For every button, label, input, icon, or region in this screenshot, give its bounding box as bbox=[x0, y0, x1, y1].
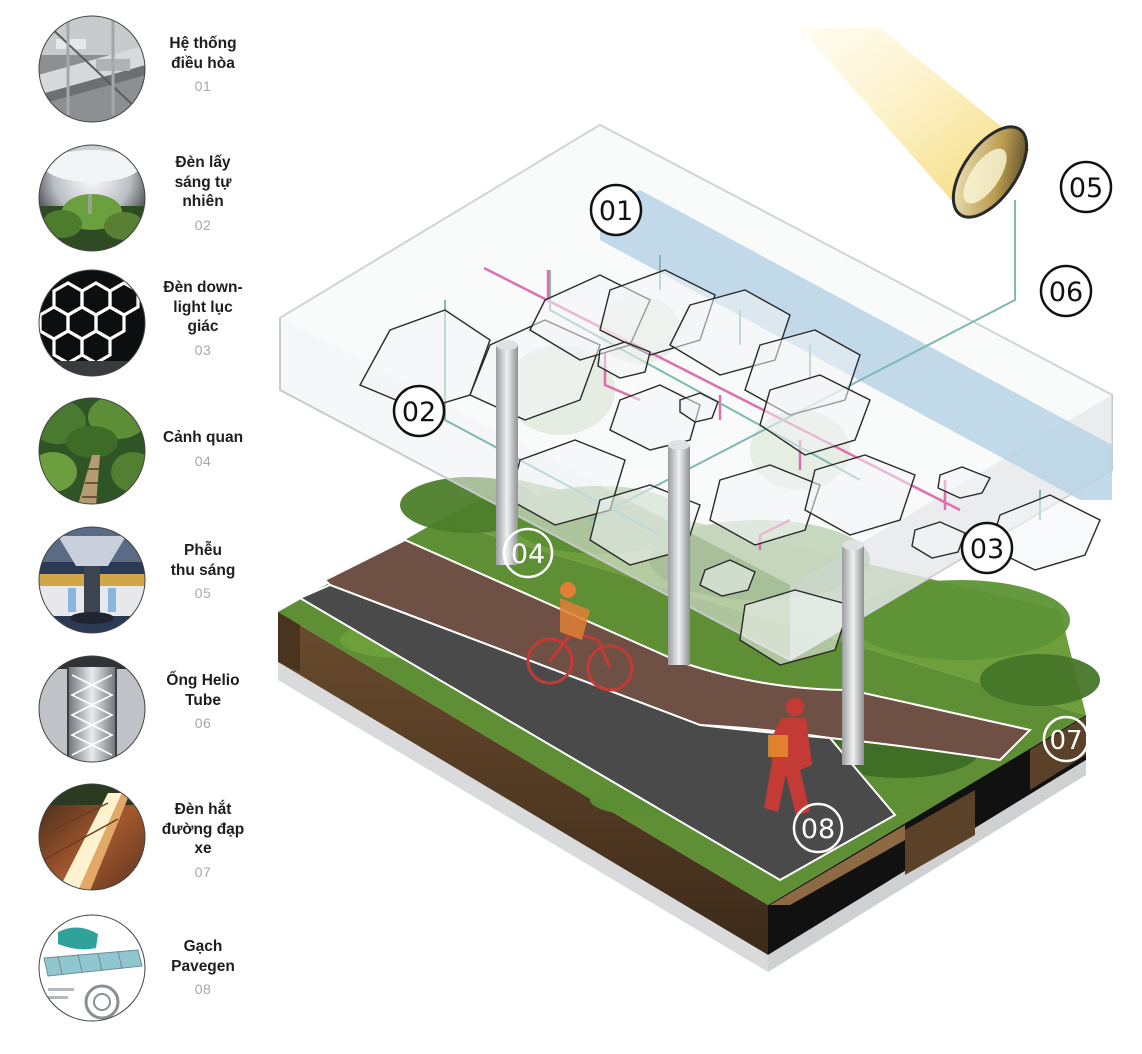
callout-number: 04 bbox=[511, 539, 545, 570]
legend-text-line: Phễu bbox=[184, 542, 222, 559]
legend-text-line: đường đạp bbox=[161, 820, 245, 838]
legend-text-line: xe bbox=[194, 840, 212, 857]
legend-item-05: Phễu thu sáng 05 bbox=[0, 525, 270, 645]
legend-item-04: Cảnh quan 04 bbox=[0, 396, 270, 516]
hexagon-downlight-photo-icon bbox=[38, 269, 146, 377]
callout-number: 06 bbox=[1049, 277, 1083, 308]
legend-item-07: Đèn hắt đường đạp xe 07 bbox=[0, 783, 270, 903]
legend-text-line: nhiên bbox=[182, 193, 224, 210]
legend-text-line: sáng tự bbox=[174, 173, 232, 191]
legend-label-01: Hệ thống điều hòa 01 bbox=[150, 34, 256, 96]
legend-text-line: Đèn down- bbox=[163, 279, 243, 296]
legend-number: 06 bbox=[194, 715, 212, 731]
legend-item-01: Hệ thống điều hòa 01 bbox=[0, 14, 270, 134]
callout-01: 01 bbox=[589, 183, 643, 237]
axonometric-diagram: 01 02 03 04 05 06 07 08 bbox=[270, 0, 1142, 1049]
light-funnel-icon bbox=[951, 125, 1029, 219]
legend-label-04: Cảnh quan 04 bbox=[150, 428, 256, 471]
legend-label-03: Đèn down- light lục giác 03 bbox=[150, 278, 256, 360]
callout-number: 03 bbox=[970, 534, 1004, 565]
callout-number: 01 bbox=[599, 196, 633, 227]
legend-text-line: thu sáng bbox=[170, 561, 236, 579]
legend-number: 02 bbox=[194, 216, 212, 233]
legend-text-line: Đèn hắt bbox=[174, 801, 232, 818]
callout-04: 04 bbox=[502, 527, 554, 579]
callout-05: 05 bbox=[1059, 160, 1113, 214]
legend-text-line: Gạch bbox=[183, 938, 223, 955]
landscape-photo-icon bbox=[38, 397, 146, 505]
legend-number: 05 bbox=[194, 585, 212, 601]
legend-label-05: Phễu thu sáng 05 bbox=[150, 541, 256, 603]
natural-light-lamp-photo-icon bbox=[38, 144, 146, 252]
legend-label-02: Đèn lấy sáng tự nhiên 02 bbox=[150, 153, 256, 235]
legend-label-06: Ống Helio Tube 06 bbox=[150, 671, 256, 733]
callout-number: 02 bbox=[402, 397, 436, 428]
legend-text-line: Ống Helio bbox=[166, 672, 240, 689]
callout-number: 07 bbox=[1049, 726, 1082, 756]
legend-number: 04 bbox=[194, 452, 212, 469]
legend-number: 03 bbox=[194, 341, 212, 358]
legend-item-06: Ống Helio Tube 06 bbox=[0, 655, 270, 775]
cyclist-figure bbox=[526, 582, 634, 692]
callout-06: 06 bbox=[1039, 264, 1093, 318]
legend-text-line: điều hòa bbox=[171, 54, 235, 72]
callout-number: 05 bbox=[1069, 173, 1103, 204]
legend-text-line: giác bbox=[187, 318, 219, 335]
columns bbox=[496, 340, 864, 765]
legend-label-07: Đèn hắt đường đạp xe 07 bbox=[150, 800, 256, 882]
legend-text-line: Hệ thống bbox=[169, 35, 237, 52]
legend-text-line: Đèn lấy bbox=[175, 154, 231, 171]
legend-number: 01 bbox=[194, 78, 212, 94]
legend-item-02: Đèn lấy sáng tự nhiên 02 bbox=[0, 143, 270, 263]
light-funnel-photo-icon bbox=[38, 526, 146, 634]
legend-label-08: Gạch Pavegen 08 bbox=[150, 937, 256, 999]
callout-number: 08 bbox=[801, 814, 835, 845]
helio-tube-photo-icon bbox=[38, 655, 146, 763]
callout-08: 08 bbox=[792, 802, 844, 854]
legend-text-line: Pavegen bbox=[171, 957, 235, 975]
callout-07: 07 bbox=[1042, 715, 1090, 763]
pedestrian-walkway bbox=[297, 583, 897, 882]
bike-path-light-photo-icon bbox=[38, 783, 146, 891]
diagram-canvas: 01 02 03 04 05 06 07 08 bbox=[278, 28, 1113, 972]
hexagon-lamps bbox=[359, 269, 1101, 666]
legend-text-line: Tube bbox=[185, 691, 221, 709]
pedestrian-figure bbox=[764, 698, 812, 815]
legend-text-line: Cảnh quan bbox=[162, 429, 244, 446]
callout-03: 03 bbox=[960, 521, 1014, 575]
legend-item-03: Đèn down- light lục giác 03 bbox=[0, 268, 270, 388]
legend-number: 08 bbox=[194, 981, 212, 997]
air-conditioning-photo-icon bbox=[38, 15, 146, 123]
air-duct bbox=[600, 190, 1112, 500]
legend-number: 07 bbox=[194, 863, 212, 880]
callout-02: 02 bbox=[392, 384, 446, 438]
legend-item-08: Gạch Pavegen 08 bbox=[0, 914, 270, 1034]
legend: Hệ thống điều hòa 01 bbox=[0, 0, 270, 1049]
pavegen-tile-photo-icon bbox=[38, 914, 146, 1022]
legend-text-line: light lục bbox=[173, 298, 233, 316]
